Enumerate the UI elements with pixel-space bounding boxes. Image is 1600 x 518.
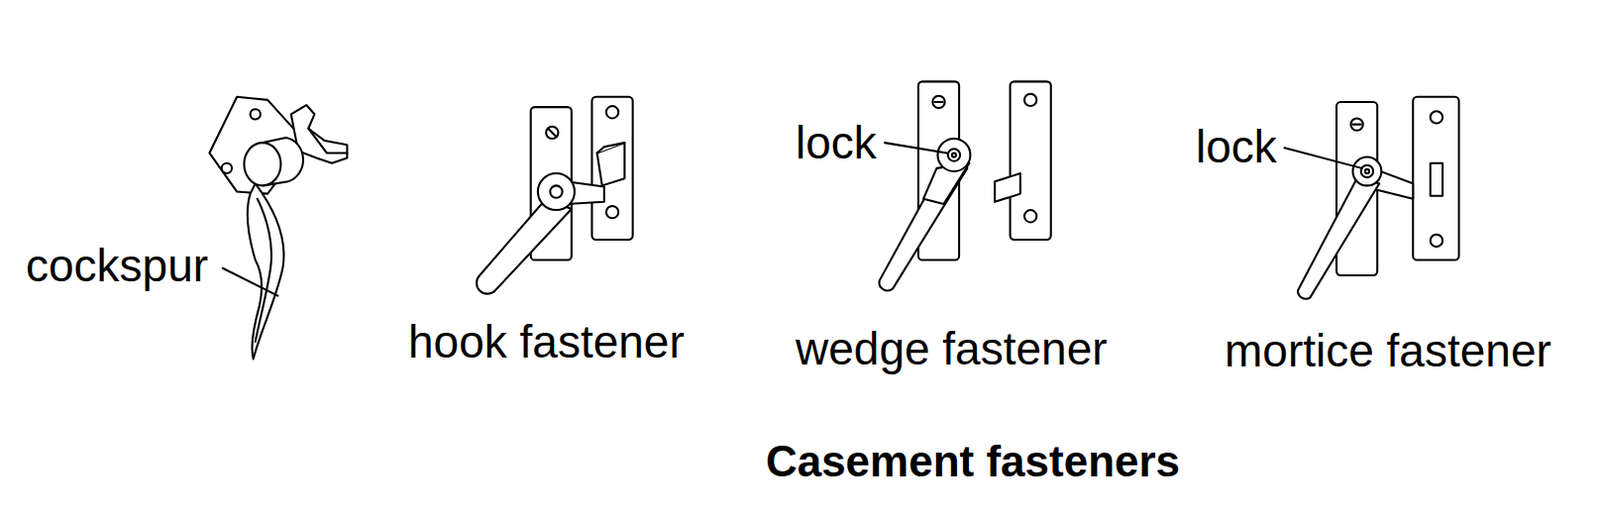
lock-cylinder [1361, 165, 1374, 178]
screw-hole [545, 126, 558, 139]
mortice-fastener-drawing [1297, 97, 1460, 300]
pivot-boss [937, 138, 970, 172]
base-plate [209, 97, 307, 195]
screw-hole [1024, 210, 1037, 222]
screw-slot [1353, 123, 1362, 126]
keeper-hook [597, 142, 626, 186]
leader-line [1284, 147, 1363, 169]
screw-hole [932, 96, 945, 108]
screw-hole [250, 108, 261, 119]
cockspur-drawing [209, 97, 347, 360]
wedge-keeper [994, 173, 1021, 203]
keeper-plate [1412, 97, 1459, 261]
pivot-boss [537, 173, 575, 211]
cockspur-handle [247, 183, 285, 359]
screw-slot [547, 128, 556, 137]
hook-fastener-drawing [476, 97, 634, 295]
keeper-top [597, 142, 626, 153]
screw-hole [606, 206, 619, 218]
screw-slot [934, 101, 943, 104]
screw-hole [606, 106, 619, 118]
screw-hole [1350, 117, 1363, 130]
part-label: lock [795, 117, 877, 169]
wedge-fastener-drawing [879, 81, 1052, 291]
mortice-handle [1297, 178, 1380, 300]
pivot-boss [1353, 157, 1383, 187]
leader-line [884, 142, 948, 153]
leader-line [222, 268, 279, 297]
spur-edge [308, 128, 347, 154]
key-hole [1365, 169, 1370, 174]
handle-edge [255, 199, 272, 342]
pivot-pin [549, 185, 562, 198]
mortice-slot [1430, 163, 1443, 197]
screw-hole [1430, 110, 1443, 123]
caption-text: Casement fasteners [765, 437, 1180, 486]
screw-hole [1024, 94, 1037, 107]
part-label: mortice fastener [1224, 325, 1552, 377]
knob-face [243, 142, 281, 186]
part-label: cockspur [25, 240, 209, 292]
key-hole [952, 152, 957, 157]
part-label: wedge fastener [795, 323, 1108, 375]
screw-hole [221, 163, 232, 174]
keeper-plate [591, 97, 633, 240]
screw-hole [1430, 234, 1443, 247]
hook-handle [476, 199, 572, 295]
keeper-plate [1010, 81, 1052, 240]
part-label: lock [1195, 121, 1278, 173]
lock-cylinder [948, 148, 960, 161]
part-label: hook fastener [408, 317, 685, 368]
